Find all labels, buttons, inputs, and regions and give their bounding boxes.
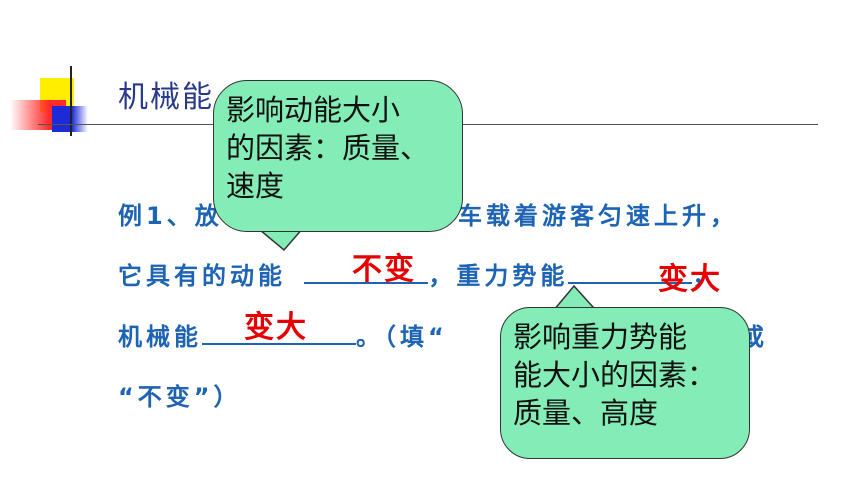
mechanical-blank bbox=[202, 321, 356, 345]
question-line-1: 例1、放 bbox=[118, 196, 223, 231]
question-prefix: 例1、 bbox=[118, 202, 195, 230]
callout-kinetic-factors: 影响动能大小 的因素：质量、 速度 bbox=[213, 80, 463, 232]
bubble-2-line-3: 质量、高度 bbox=[513, 396, 659, 430]
question-line-1-tail: 车载着游客匀速上升， bbox=[458, 202, 738, 230]
potential-label: ，重力势能 bbox=[428, 262, 569, 290]
bubble-2-line-1: 影响重力势能 bbox=[513, 320, 688, 354]
bubble-1-line-3: 速度 bbox=[226, 169, 285, 203]
line-2-comma: ， bbox=[692, 262, 721, 290]
question-line-2: 它具有的动能 ，重力势能 ， bbox=[118, 256, 720, 291]
answer-potential: 变大 bbox=[658, 262, 722, 297]
callout-potential-factors: 影响重力势能 能大小的因素： 质量、高度 bbox=[500, 307, 750, 459]
answer-kinetic: 不变 bbox=[352, 252, 416, 287]
kinetic-label: 它具有的动能 bbox=[118, 262, 286, 290]
bubble-1-line-2: 的因素：质量、 bbox=[226, 131, 430, 165]
fill-instruction: 。（填“ bbox=[356, 323, 448, 351]
bubble-1-line-1: 影响动能大小 bbox=[226, 93, 401, 127]
slide-title: 机械能 bbox=[118, 80, 214, 115]
question-line-3: 机械能 。（填“ bbox=[118, 317, 448, 352]
mechanical-label: 机械能 bbox=[118, 323, 202, 351]
kinetic-blank bbox=[304, 260, 429, 284]
question-line-4: “不变”） bbox=[118, 383, 242, 411]
bubble-2-line-2: 能大小的因素： bbox=[513, 358, 717, 392]
potential-blank bbox=[568, 260, 693, 284]
answer-mechanical: 变大 bbox=[244, 310, 308, 345]
decor-vertical-line bbox=[70, 66, 72, 136]
